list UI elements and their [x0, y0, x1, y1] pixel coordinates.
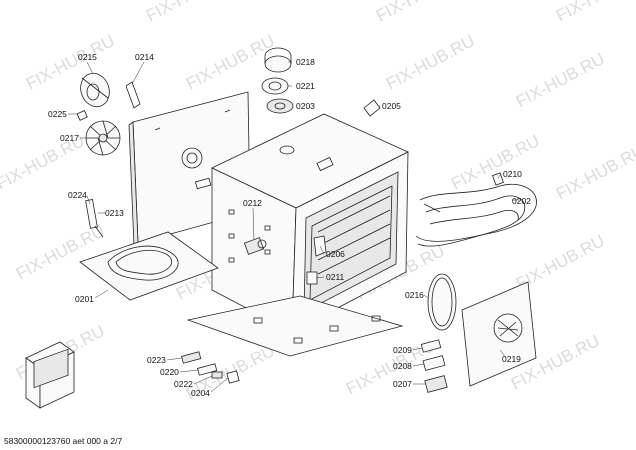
- grill-element: [415, 183, 537, 247]
- screw-part: [76, 110, 88, 121]
- part-label-0216: 0216: [405, 290, 424, 300]
- watermark: FIX-HUB.RU: [373, 0, 468, 26]
- part-label-0202: 0202: [512, 196, 531, 206]
- part-label-0210: 0210: [503, 169, 522, 179]
- watermark: FIX-HUB.RU: [13, 221, 108, 283]
- bottom-plate: [186, 295, 404, 357]
- sensor-part: [492, 172, 504, 186]
- part-label-0219: 0219: [502, 354, 521, 364]
- part-label-0213: 0213: [105, 208, 124, 218]
- fan-motor: [80, 72, 110, 108]
- fan-cover: [461, 281, 537, 387]
- clip-part: [363, 99, 381, 117]
- part-label-0221: 0221: [296, 81, 315, 91]
- part-label-0220: 0220: [160, 367, 179, 377]
- document-code-footer: 58300000123760 aet 000 a 2/7: [4, 436, 122, 446]
- part-label-0207: 0207: [393, 379, 412, 389]
- part-label-0214: 0214: [135, 52, 154, 62]
- part-label-0217: 0217: [60, 133, 79, 143]
- part-label-0209: 0209: [393, 345, 412, 355]
- part-label-0223: 0223: [147, 355, 166, 365]
- small-parts-bottom: [181, 351, 240, 384]
- watermark: FIX-HUB.RU: [143, 0, 238, 26]
- oven-thumbnail-icon: [25, 341, 75, 409]
- part-label-0204: 0204: [191, 388, 210, 398]
- leader-lines: [68, 61, 520, 393]
- bottom-heater: [79, 231, 219, 301]
- hinge-part: [306, 271, 318, 285]
- part-label-0205: 0205: [382, 101, 401, 111]
- watermark: FIX-HUB.RU: [383, 31, 478, 93]
- part-label-0206: 0206: [326, 249, 345, 259]
- part-label-0218: 0218: [296, 57, 315, 67]
- small-parts-right: [420, 339, 448, 393]
- part-label-0208: 0208: [393, 361, 412, 371]
- part-label-0224: 0224: [68, 190, 87, 200]
- part-label-0201: 0201: [75, 294, 94, 304]
- watermark: FIX-HUB.RU: [553, 141, 636, 203]
- part-label-0203: 0203: [296, 101, 315, 111]
- top-cylinder-parts: [261, 47, 294, 114]
- ring-gasket: [427, 273, 457, 331]
- part-label-0215: 0215: [78, 52, 97, 62]
- part-label-0222: 0222: [174, 379, 193, 389]
- watermark: FIX-HUB.RU: [513, 49, 608, 111]
- oven-cavity: [211, 113, 409, 333]
- part-label-0212: 0212: [243, 198, 262, 208]
- watermark: FIX-HUB.RU: [553, 0, 636, 26]
- part-label-0211: 0211: [326, 272, 345, 282]
- part-labels: 0215 0214 0218 0221 0203 0205 0225 0217 …: [48, 52, 531, 398]
- rod-part: [85, 199, 104, 238]
- part-label-0225: 0225: [48, 109, 67, 119]
- lamp-part: [243, 237, 267, 255]
- fan-wheel: [85, 120, 121, 156]
